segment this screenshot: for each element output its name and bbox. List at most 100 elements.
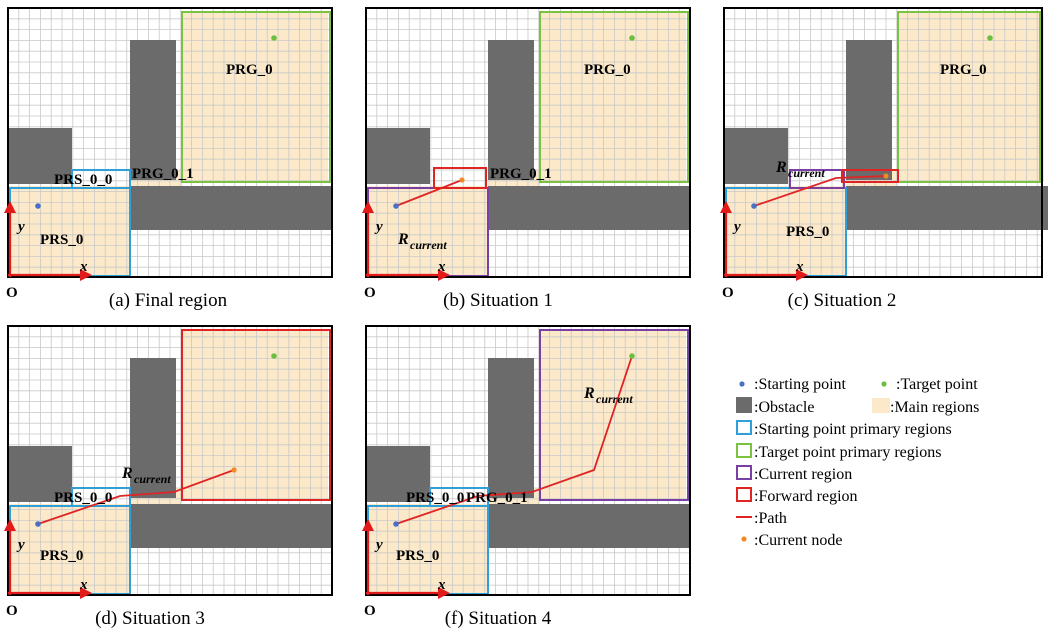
target-point (271, 35, 277, 41)
obstacle (130, 358, 176, 498)
x-axis-arrowhead (796, 269, 808, 281)
region-label: PRS_0 (786, 224, 829, 240)
current-node-legend-icon (741, 536, 747, 542)
panel-frame (365, 325, 691, 596)
region-label-subscript: current (134, 472, 171, 486)
main-region (8, 186, 130, 278)
origin-label: O (6, 285, 18, 301)
current-region (789, 169, 845, 189)
current-node (883, 173, 889, 179)
obstacle (366, 128, 430, 184)
main-region (540, 12, 686, 182)
panel-caption: (d) Situation 3 (95, 608, 205, 629)
main-region (182, 330, 328, 500)
panel-caption: (b) Situation 1 (443, 290, 553, 311)
obstacle (488, 186, 690, 230)
target-point (987, 35, 993, 41)
y-axis-label: y (16, 537, 25, 553)
current-region-legend-icon (736, 465, 752, 480)
region-label: R (397, 231, 409, 248)
x-axis-label: x (437, 259, 446, 275)
region-label: R (121, 465, 133, 482)
target-point-legend-icon (881, 381, 887, 387)
region-label: R (775, 159, 787, 176)
target-point (629, 35, 635, 41)
target-point (629, 353, 635, 359)
region-label-subscript: current (788, 166, 825, 180)
obstacle (846, 40, 892, 180)
region-label: PRG_0 (226, 62, 273, 78)
path-line (37, 469, 235, 525)
path-line (395, 179, 463, 207)
legend-label: :Target point primary regions (754, 444, 941, 461)
y-axis-label: y (16, 219, 25, 235)
main-region (724, 186, 846, 278)
y-axis-label: y (732, 219, 741, 235)
region-label: PRS_0 (40, 232, 83, 248)
start-primary-legend-icon (736, 420, 752, 435)
legend-label: :Main regions (890, 399, 979, 416)
legend-label: :Target point (896, 376, 978, 393)
target-primary-region (897, 11, 1041, 183)
region-label: PRS_0 (396, 548, 439, 564)
start-point (393, 203, 399, 209)
region-label: PRS_0_0 (54, 172, 112, 188)
current-node (459, 177, 465, 183)
legend: :Starting point:Target point:Obstacle:Ma… (736, 376, 979, 549)
path-line (395, 355, 633, 525)
origin-label: O (364, 285, 376, 301)
obstacle (488, 40, 534, 180)
legend-label: :Obstacle (754, 399, 814, 416)
main-region (8, 504, 130, 596)
panel-caption: (f) Situation 4 (445, 608, 552, 629)
main-region (366, 186, 488, 278)
obstacle (130, 186, 332, 230)
y-axis-arrowhead (720, 201, 732, 213)
region-label: PRG_0_1 (490, 166, 552, 182)
region-label: PRS_0_0 (406, 490, 464, 506)
legend-label: :Path (754, 510, 787, 527)
region-label: PRG_0 (584, 62, 631, 78)
x-axis-arrowhead (80, 269, 92, 281)
x-axis-label: x (79, 577, 88, 593)
region-label-subscript: current (596, 392, 633, 406)
start-primary-region (71, 169, 131, 189)
start-point-legend-icon (739, 381, 745, 387)
forward-region (181, 329, 331, 501)
origin-label: O (722, 285, 734, 301)
x-axis-arrowhead (438, 269, 450, 281)
panel-caption: (a) Final region (109, 290, 228, 311)
main-region (182, 12, 328, 182)
obstacle (130, 504, 332, 548)
x-axis-arrowhead (438, 587, 450, 599)
y-axis-arrowhead (4, 519, 16, 531)
start-point (751, 203, 757, 209)
region-label: PRG_0_1 (132, 166, 194, 182)
panel-frame (7, 325, 333, 596)
obstacle (488, 358, 534, 498)
origin-label: O (6, 603, 18, 619)
region-label-subscript: current (410, 238, 447, 252)
start-point (393, 521, 399, 527)
target-point (271, 353, 277, 359)
obstacle (366, 446, 430, 502)
legend-label: :Starting point primary regions (754, 421, 952, 438)
region-label: PRS_0 (40, 548, 83, 564)
current-node (231, 467, 237, 473)
y-axis-arrowhead (4, 201, 16, 213)
panel-frame (723, 7, 1043, 278)
forward-region (841, 169, 899, 183)
legend-label: :Current node (754, 532, 842, 549)
obstacle (488, 504, 690, 548)
forward-region (433, 167, 487, 189)
region-label: PRG_0 (940, 62, 987, 78)
start-point (35, 521, 41, 527)
y-axis-arrowhead (362, 201, 374, 213)
start-point (35, 203, 41, 209)
main-region-legend-icon (872, 398, 890, 413)
origin-label: O (364, 603, 376, 619)
